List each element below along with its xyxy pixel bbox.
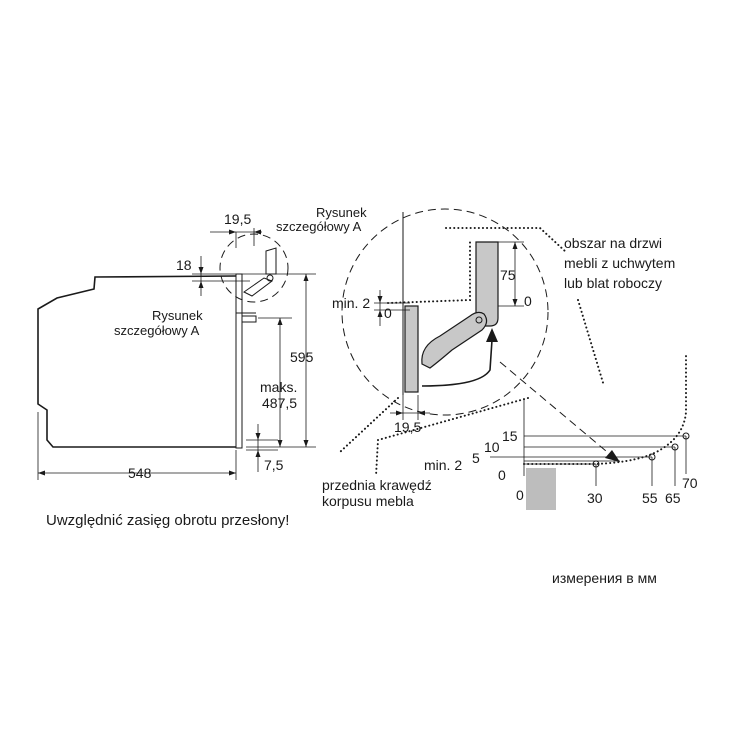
swing-curve bbox=[523, 353, 687, 465]
dim-18 bbox=[192, 256, 286, 296]
door-grey-panel bbox=[475, 241, 499, 327]
label-szczegolowy-top: szczegółowy A bbox=[276, 219, 362, 234]
labels: Rysunek szczegółowy A Rysunek szczegółow… bbox=[114, 205, 698, 509]
label-obszar-2: mebli z uchwytem bbox=[564, 255, 675, 271]
oven-body-outline bbox=[37, 275, 237, 448]
units-note: измерения в мм bbox=[552, 570, 657, 586]
label-szczegolowy-mid: szczegółowy A bbox=[114, 323, 200, 338]
label-przednia-2: korpusu mebla bbox=[322, 493, 414, 509]
label-rysunek-top: Rysunek bbox=[316, 205, 367, 220]
leader-obszar bbox=[445, 227, 567, 253]
hinge-small bbox=[265, 247, 277, 275]
label-scale-30: 30 bbox=[587, 490, 603, 506]
rotation-arrow bbox=[421, 339, 493, 387]
leader-przednia-1 bbox=[339, 397, 399, 453]
leader-przednia-2 bbox=[375, 397, 529, 477]
label-scale-5: 5 bbox=[472, 450, 480, 466]
label-dim-19-5-detail: 19,5 bbox=[394, 419, 421, 435]
swing-arrow-dashed bbox=[499, 361, 620, 462]
door-handle bbox=[241, 315, 257, 323]
swing-scale bbox=[490, 353, 690, 510]
label-scale-0-left: 0 bbox=[498, 467, 506, 483]
label-zero-detail-right: 0 bbox=[524, 293, 532, 309]
label-rysunek-mid: Rysunek bbox=[152, 308, 203, 323]
label-dim-548: 548 bbox=[128, 465, 152, 481]
dim-19-5-top bbox=[210, 228, 262, 248]
label-dim-7-5: 7,5 bbox=[264, 457, 284, 473]
label-zero-detail-left: 0 bbox=[384, 305, 392, 321]
dim-548 bbox=[37, 412, 237, 480]
label-scale-65: 65 bbox=[665, 490, 681, 506]
detail-circle-large bbox=[341, 208, 549, 416]
label-scale-10: 10 bbox=[484, 439, 500, 455]
label-min2-detail: min. 2 bbox=[332, 295, 370, 311]
oven-front-grey bbox=[404, 305, 419, 393]
leader-obszar-down bbox=[577, 299, 605, 387]
cabinet-block-grey bbox=[526, 468, 556, 510]
swing-dotted-detail bbox=[387, 241, 471, 304]
label-scale-0-bottom: 0 bbox=[516, 487, 524, 503]
dim-7-5 bbox=[246, 424, 278, 472]
label-scale-55: 55 bbox=[642, 490, 658, 506]
oven-side-profile bbox=[37, 233, 289, 449]
dim-487-5 bbox=[258, 317, 292, 447]
label-dim-maks: maks. bbox=[260, 379, 297, 395]
label-dim-595: 595 bbox=[290, 349, 314, 365]
hinge-arm bbox=[421, 311, 488, 369]
label-dim-487-5: 487,5 bbox=[262, 395, 297, 411]
label-dim-19-5-top: 19,5 bbox=[224, 211, 251, 227]
label-dim-18: 18 bbox=[176, 257, 192, 273]
label-obszar-3: lub blat roboczy bbox=[564, 275, 662, 291]
label-przednia-1: przednia krawędź bbox=[322, 477, 432, 493]
label-scale-min2: min. 2 bbox=[424, 457, 462, 473]
label-scale-70: 70 bbox=[682, 475, 698, 491]
label-dim-75: 75 bbox=[500, 267, 516, 283]
rotation-note: Uwzględnić zasięg obrotu przesłony! bbox=[46, 512, 290, 529]
label-scale-15: 15 bbox=[502, 428, 518, 444]
label-obszar-1: obszar na drzwi bbox=[564, 235, 662, 251]
oven-front-panel bbox=[235, 273, 243, 449]
detail-a bbox=[339, 208, 605, 477]
